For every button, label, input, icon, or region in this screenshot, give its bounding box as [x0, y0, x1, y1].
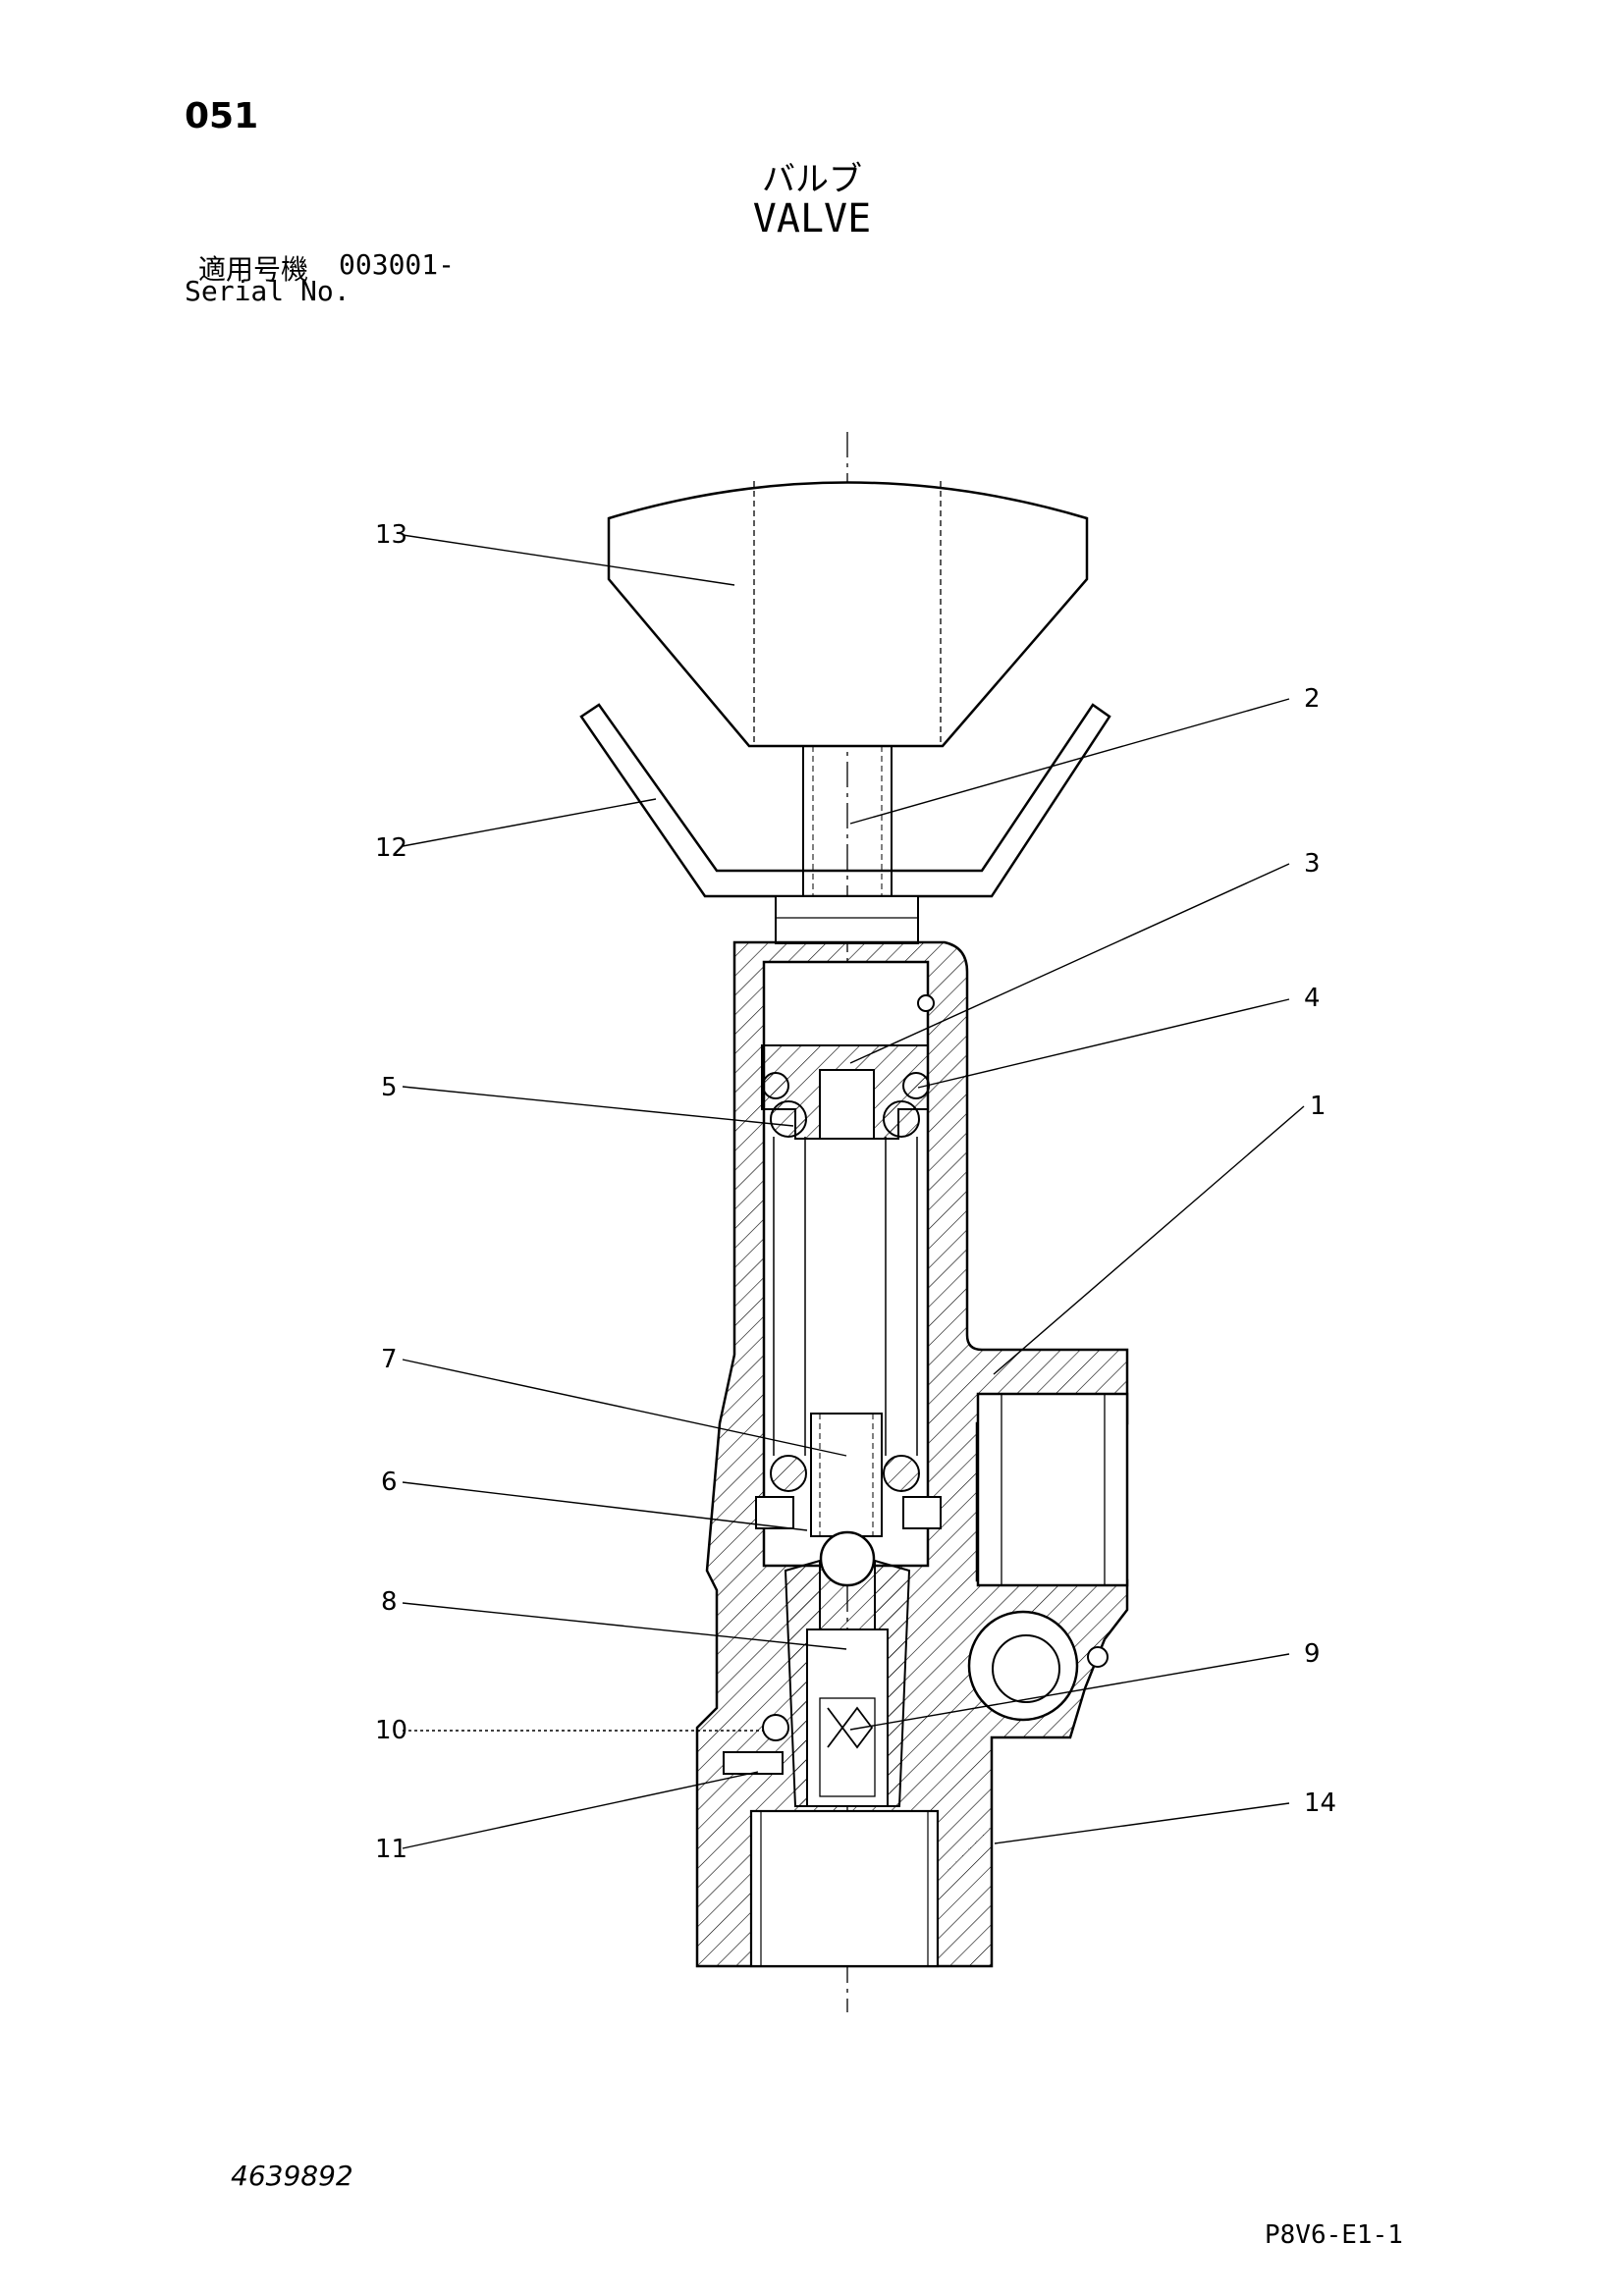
page-code: P8V6-E1-1 — [1265, 2220, 1403, 2250]
callout-8: 8 — [381, 1587, 398, 1617]
part-14-fitting — [749, 1610, 1109, 1968]
leader-5 — [402, 1086, 794, 1127]
leader-3 — [849, 863, 1290, 1064]
callout-10: 10 — [375, 1716, 407, 1745]
leader-1 — [993, 1105, 1305, 1375]
part-9-spring — [819, 1697, 876, 1797]
callout-3: 3 — [1304, 849, 1321, 879]
page-number: 051 — [185, 96, 259, 136]
leader-11 — [402, 1771, 759, 1849]
title-english: VALVE — [752, 196, 872, 241]
callout-11: 11 — [375, 1835, 407, 1864]
leader-12 — [402, 798, 657, 847]
callout-14: 14 — [1304, 1789, 1336, 1818]
nut — [775, 895, 919, 944]
callout-12: 12 — [375, 833, 407, 863]
part-4-orings — [762, 1072, 930, 1099]
callout-6: 6 — [381, 1468, 398, 1497]
callout-7: 7 — [381, 1345, 398, 1374]
leader-8 — [402, 1602, 847, 1650]
leader-2 — [849, 698, 1290, 825]
callout-4: 4 — [1304, 984, 1321, 1013]
callout-2: 2 — [1304, 684, 1321, 714]
part-7-pin — [810, 1413, 883, 1537]
part-2-stem — [802, 746, 893, 901]
part-11-plug — [723, 1751, 784, 1775]
leader-14 — [994, 1802, 1290, 1844]
serial-value: 003001- — [339, 248, 456, 281]
serial-label-english: Serial No. — [185, 275, 351, 307]
leader-13 — [402, 534, 735, 586]
title-japanese: バルブ — [762, 160, 862, 199]
callout-labels: 13 2 12 3 4 5 1 7 6 8 9 10 11 14 — [375, 520, 1336, 1864]
leader-9 — [849, 1653, 1290, 1731]
callout-9: 9 — [1304, 1639, 1321, 1669]
part-10-ball — [762, 1714, 789, 1741]
callout-5: 5 — [381, 1073, 398, 1102]
callout-1: 1 — [1310, 1092, 1326, 1121]
leader-4 — [917, 998, 1290, 1089]
part-13-cap — [607, 481, 1089, 748]
callout-13: 13 — [375, 520, 407, 550]
serial-label-japanese: 適用号機 — [198, 253, 309, 286]
part-6-retainer — [755, 1496, 942, 1587]
leader-6 — [402, 1481, 808, 1531]
leader-lines — [402, 534, 1305, 1849]
leader-7 — [402, 1359, 847, 1457]
part-8-guide — [784, 1559, 911, 1807]
part-5-spring — [770, 1100, 920, 1492]
drawing-number: 4639892 — [231, 2160, 353, 2192]
